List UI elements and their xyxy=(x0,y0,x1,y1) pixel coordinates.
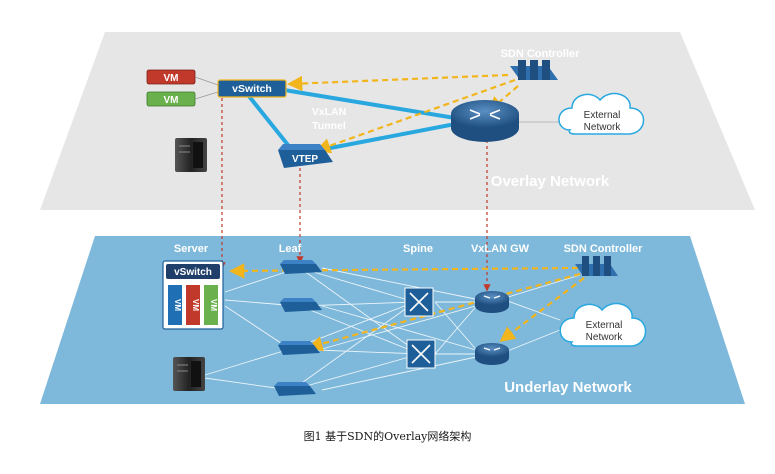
sdn-controller-label-underlay: SDN Controller xyxy=(564,243,644,255)
server-icon xyxy=(175,138,207,172)
overlay-title: Overlay Network xyxy=(491,173,610,190)
vxlan-label-1: VxLAN xyxy=(312,106,346,118)
router-icon xyxy=(475,343,509,365)
server-icon xyxy=(173,357,205,391)
controller-icon xyxy=(575,256,618,276)
vertical-mapping xyxy=(218,98,491,292)
figure-caption: 图1 基于SDN的Overlay网络架构 xyxy=(303,430,472,443)
vm-link-1 xyxy=(194,76,219,86)
switch-icon xyxy=(404,287,434,317)
vm-red-label: VM xyxy=(164,73,179,84)
switch-icon xyxy=(406,339,436,369)
vswitch-box-overlay xyxy=(217,79,287,98)
switch-icon xyxy=(278,341,320,355)
vm2-label: VM xyxy=(191,299,200,311)
vswitch-box-underlay xyxy=(166,264,220,279)
vtep-label: VTEP xyxy=(292,154,318,165)
sdn-controller-label-overlay: SDN Controller xyxy=(501,48,581,60)
vxlan-label-2: Tunnel xyxy=(312,120,346,132)
router-icon xyxy=(475,291,509,313)
switch-icon xyxy=(280,260,322,274)
external-network-overlay-1: External xyxy=(584,110,621,121)
switch-icon xyxy=(280,298,322,312)
leaf-label: Leaf xyxy=(279,243,302,255)
external-network-underlay-1: External xyxy=(586,320,623,331)
vm-green-label: VM xyxy=(164,95,179,106)
vxlan-tunnel xyxy=(246,87,457,152)
vswitch-label-overlay: vSwitch xyxy=(232,83,272,95)
vxlan-gw-label: VxLAN GW xyxy=(471,243,530,255)
vm-link-2 xyxy=(194,91,219,100)
vm3-label: VM xyxy=(209,299,218,311)
vswitch-label-underlay: vSwitch xyxy=(174,267,212,278)
external-network-underlay-2: Network xyxy=(586,332,624,343)
cloud-icon xyxy=(559,302,647,347)
router-icon xyxy=(451,100,519,142)
server-label: Server xyxy=(174,243,209,255)
switch-icon xyxy=(278,144,333,168)
cloud-icon xyxy=(558,92,645,135)
underlay-title: Underlay Network xyxy=(504,379,632,396)
vm1-box xyxy=(168,285,182,325)
spine-label: Spine xyxy=(403,243,433,255)
controller-icon xyxy=(510,60,558,80)
vm1-label: VM xyxy=(173,299,182,311)
switch-icon xyxy=(274,382,316,396)
external-network-overlay-2: Network xyxy=(584,122,622,133)
vm2-box xyxy=(186,285,200,325)
vm3-box xyxy=(204,285,218,325)
